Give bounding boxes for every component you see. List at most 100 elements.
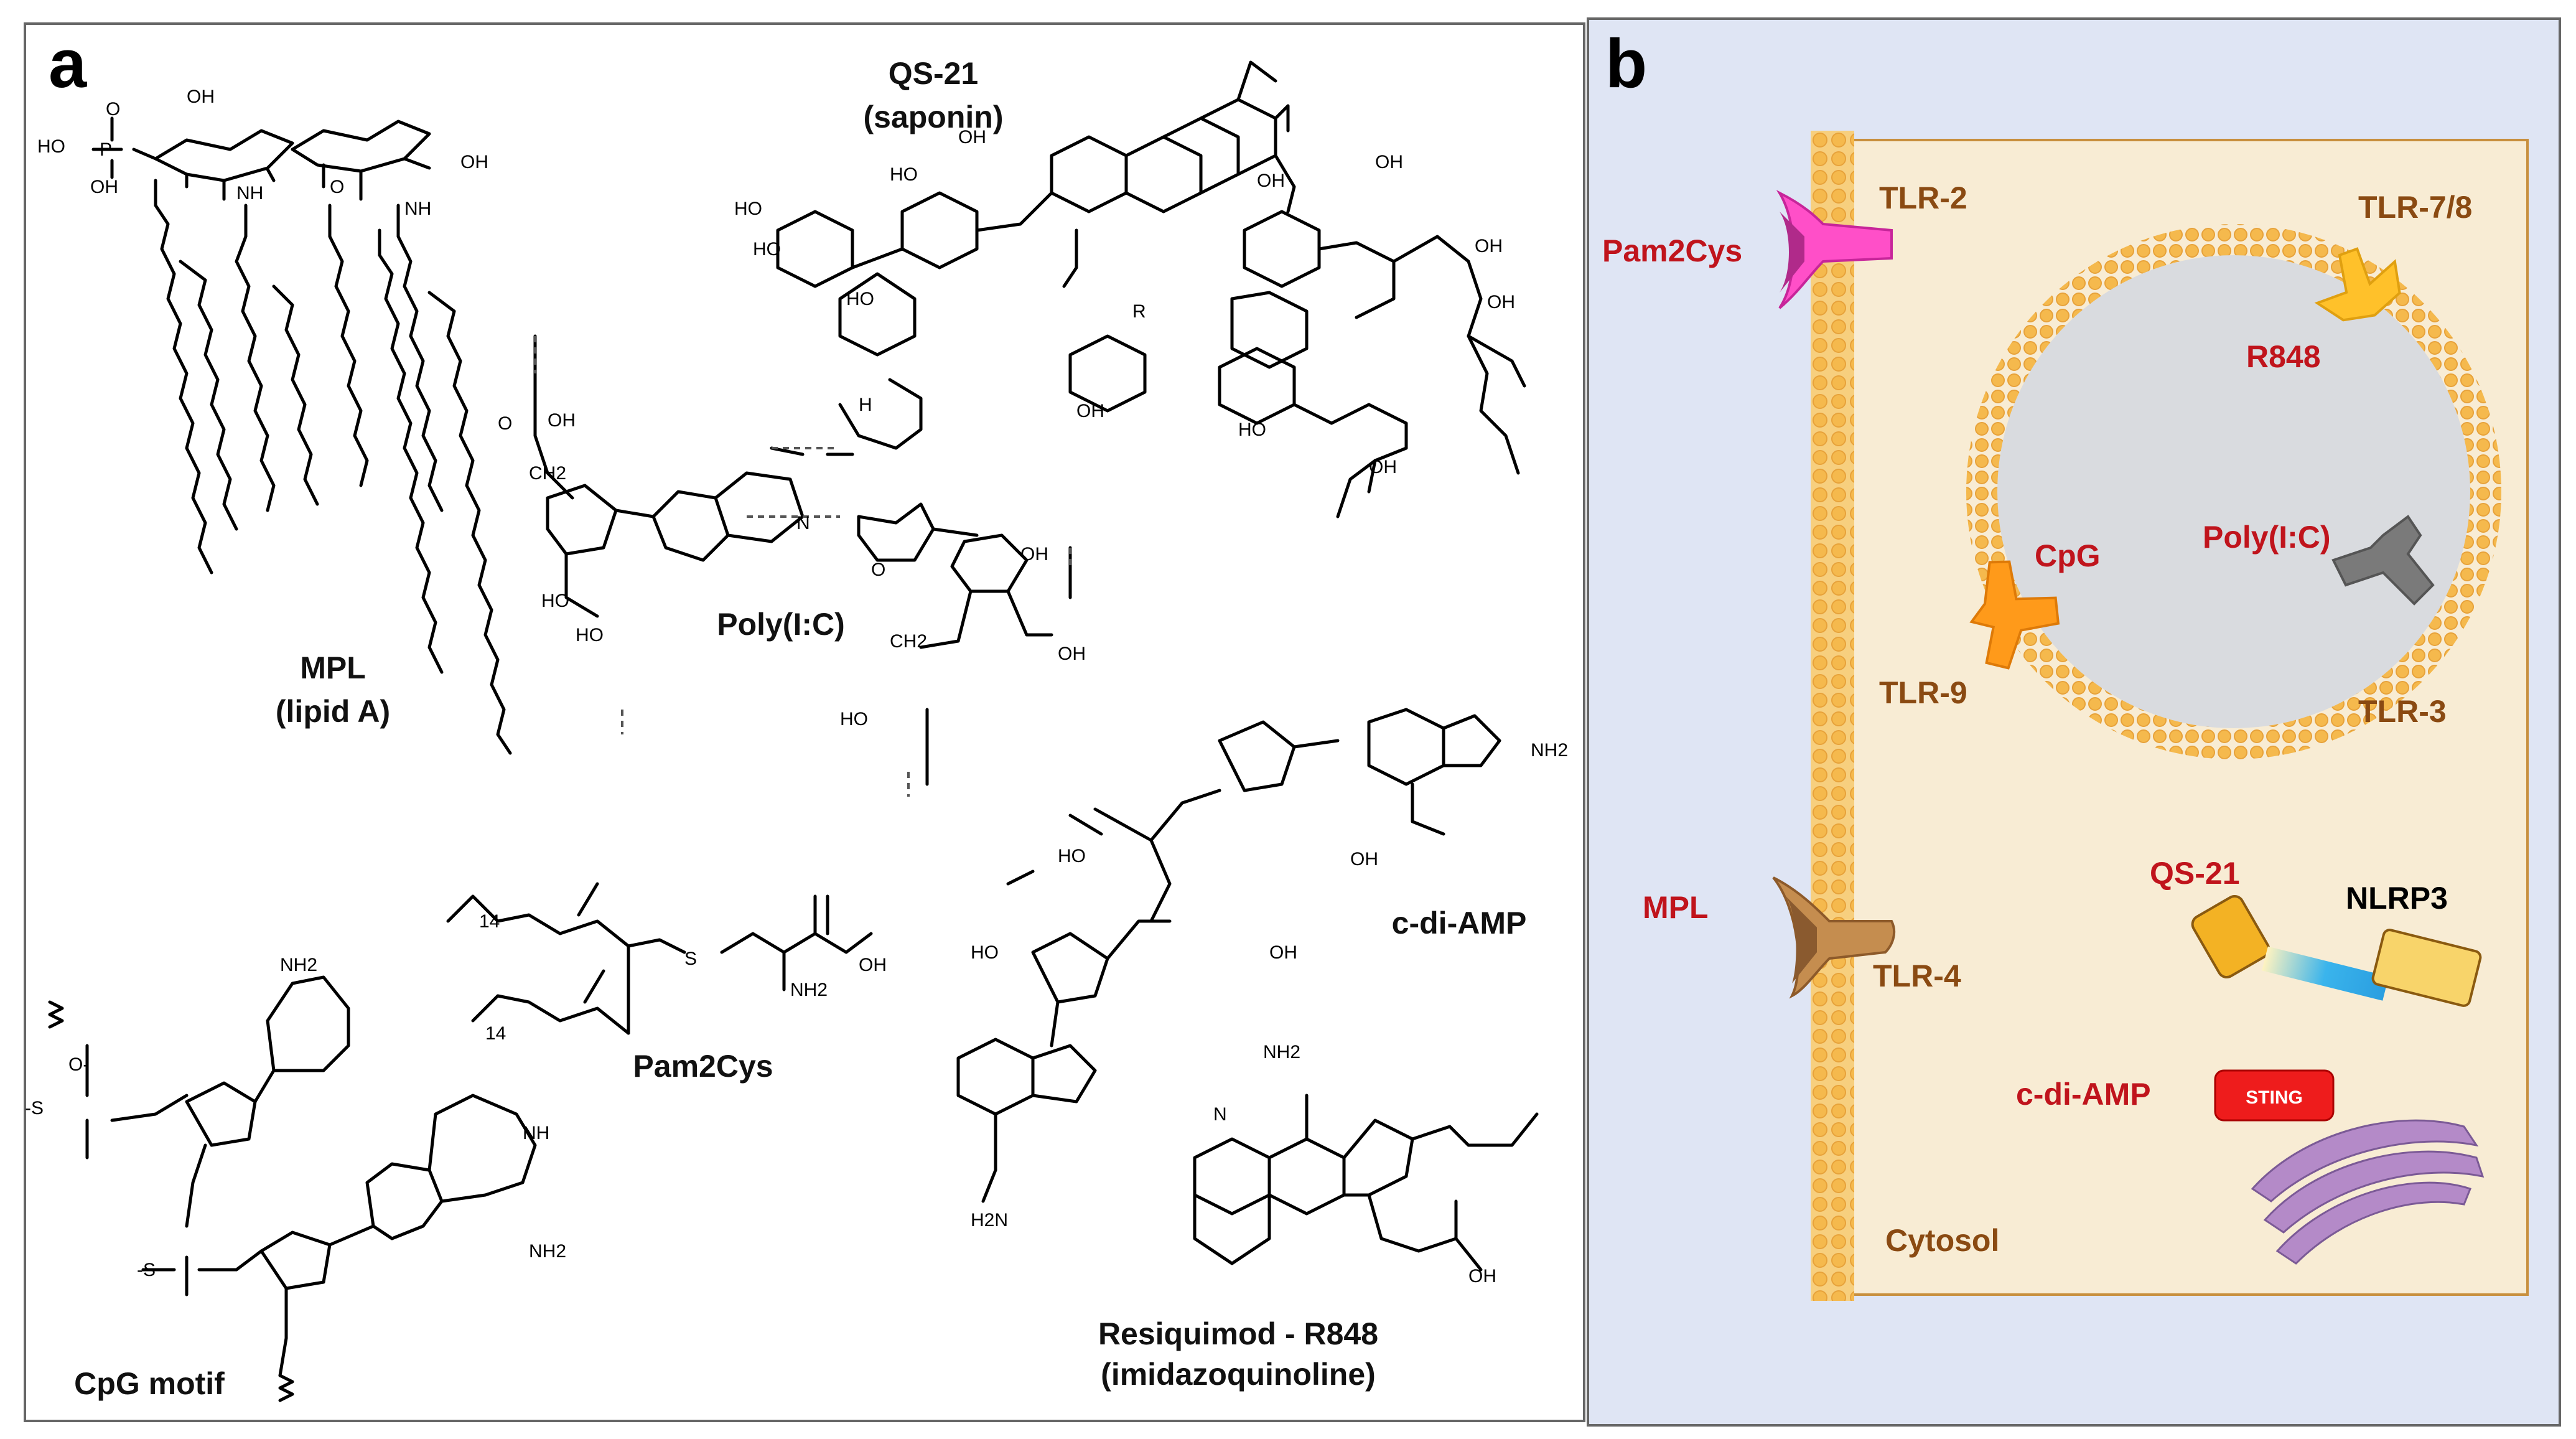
atom-label: OH (1468, 1266, 1496, 1287)
cpg-structure (48, 975, 537, 1402)
atom-label: HO (890, 164, 918, 185)
r848-subname: (imidazoquinoline) (1101, 1357, 1376, 1392)
cdiamp-structure (956, 708, 1501, 1203)
polyic-name: Poly(I:C) (717, 607, 845, 642)
mpl-subname: (lipid A) (276, 694, 390, 729)
pam2cys-structure (446, 882, 873, 1035)
atom-label: OH (548, 410, 576, 431)
atom-label: CH2 (529, 463, 566, 484)
label-tlr3: TLR-3 (2358, 694, 2447, 729)
atom-label: O (330, 177, 344, 197)
atom-label: OH (1020, 544, 1048, 565)
label-cpg: CpG (2035, 538, 2101, 573)
mpl-name: MPL (300, 650, 366, 685)
atom-label: HO (753, 239, 781, 260)
atom-label: S (684, 949, 697, 969)
label-qs21: QS-21 (2150, 856, 2240, 891)
atom-label: -S (137, 1260, 156, 1280)
cpg-name: CpG motif (74, 1366, 225, 1401)
atom-label: HO (1058, 846, 1086, 866)
atom-label: OH (1076, 401, 1104, 421)
panel-a: a (24, 22, 1585, 1422)
label-cdiamp: c-di-AMP (2016, 1077, 2151, 1112)
atom-label: NH2 (529, 1241, 566, 1262)
endosome-lumen (1997, 255, 2470, 728)
er-icon (2251, 1119, 2485, 1265)
atom-label: OH (1269, 942, 1297, 963)
panel-b: b (1587, 17, 2561, 1427)
label-tlr9: TLR-9 (1879, 675, 1967, 710)
atom-label: NH (236, 183, 263, 204)
atom-label: NH2 (1263, 1042, 1300, 1062)
atom-label: OH (1375, 152, 1403, 172)
atom-label: OH (187, 87, 215, 107)
atom-label: 14 (479, 911, 500, 932)
atom-label: HO (840, 709, 868, 729)
label-tlr78: TLR-7/8 (2358, 190, 2472, 225)
tlr78-receptor (2314, 247, 2401, 322)
qs21-subname: (saponin) (864, 100, 1004, 134)
tlr4-receptor (1772, 876, 1896, 999)
label-r848: R848 (2246, 339, 2321, 374)
atom-label: 14 (485, 1023, 506, 1044)
atom-label: O (106, 99, 120, 120)
atom-label: NH (523, 1123, 549, 1143)
atom-label: OH (958, 127, 986, 148)
r848-name: Resiquimod - R848 (1098, 1316, 1378, 1351)
label-pam2cys: Pam2Cys (1602, 233, 1742, 268)
atom-label: O- (68, 1054, 89, 1075)
panel-b-label: b (1605, 26, 1647, 102)
atom-label: CH2 (890, 631, 927, 652)
atom-label: OH (1257, 171, 1285, 191)
plasma-membrane (1811, 131, 1854, 1301)
atom-label: NH2 (790, 980, 828, 1000)
atom-label: OH (460, 152, 488, 172)
atom-label: HO (37, 136, 65, 157)
atom-label: NH (404, 199, 431, 219)
r848-structure (1193, 1094, 1539, 1272)
label-polyic: Poly(I:C) (2203, 520, 2331, 555)
label-mpl: MPL (1643, 890, 1709, 925)
atom-label: O (498, 413, 512, 434)
atom-label: OH (859, 955, 887, 975)
atom-label: NH2 (280, 955, 317, 975)
atom-label: O (871, 560, 885, 580)
tlr2-receptor (1776, 190, 1893, 309)
cdiamp-name: c-di-AMP (1392, 906, 1527, 940)
atom-label: HO (541, 591, 569, 611)
atom-label: OH (1475, 236, 1503, 256)
label-cytosol: Cytosol (1885, 1223, 1999, 1258)
label-nlrp3: NLRP3 (2346, 881, 2448, 916)
panel-a-label: a (49, 26, 87, 102)
mpl-structure (91, 116, 512, 755)
qs21-structure (776, 60, 1526, 518)
atom-label: OH (1058, 644, 1086, 664)
atom-label: OH (1369, 457, 1397, 477)
atom-label: P (100, 139, 112, 160)
atom-label: HO (1238, 420, 1266, 440)
nlrp3-complex (2191, 894, 2482, 1007)
pam2cys-name: Pam2Cys (633, 1049, 773, 1084)
atom-label: HO (846, 289, 874, 309)
tlr3-receptor (2331, 515, 2435, 606)
atom-label: N (1213, 1104, 1227, 1125)
atom-label: HO (971, 942, 999, 963)
atom-label: H2N (971, 1210, 1008, 1230)
label-tlr4: TLR-4 (1873, 959, 1961, 993)
atom-label: OH (1350, 849, 1378, 869)
atom-label: HO (734, 199, 762, 219)
atom-label: OH (1487, 292, 1515, 312)
atom-label: -S (25, 1098, 44, 1118)
atom-label: HO (576, 625, 604, 645)
polyic-structure (533, 334, 1072, 786)
label-tlr2: TLR-2 (1879, 180, 1967, 215)
qs21-name: QS-21 (889, 56, 979, 91)
tlr9-receptor (1969, 560, 2060, 670)
atom-label: R (1132, 301, 1146, 322)
atom-label: OH (90, 177, 118, 197)
atom-label: H (859, 395, 872, 415)
atom-label: N (796, 513, 810, 533)
sting-complex: STING (2214, 1069, 2485, 1265)
sting-label: STING (2246, 1087, 2303, 1108)
